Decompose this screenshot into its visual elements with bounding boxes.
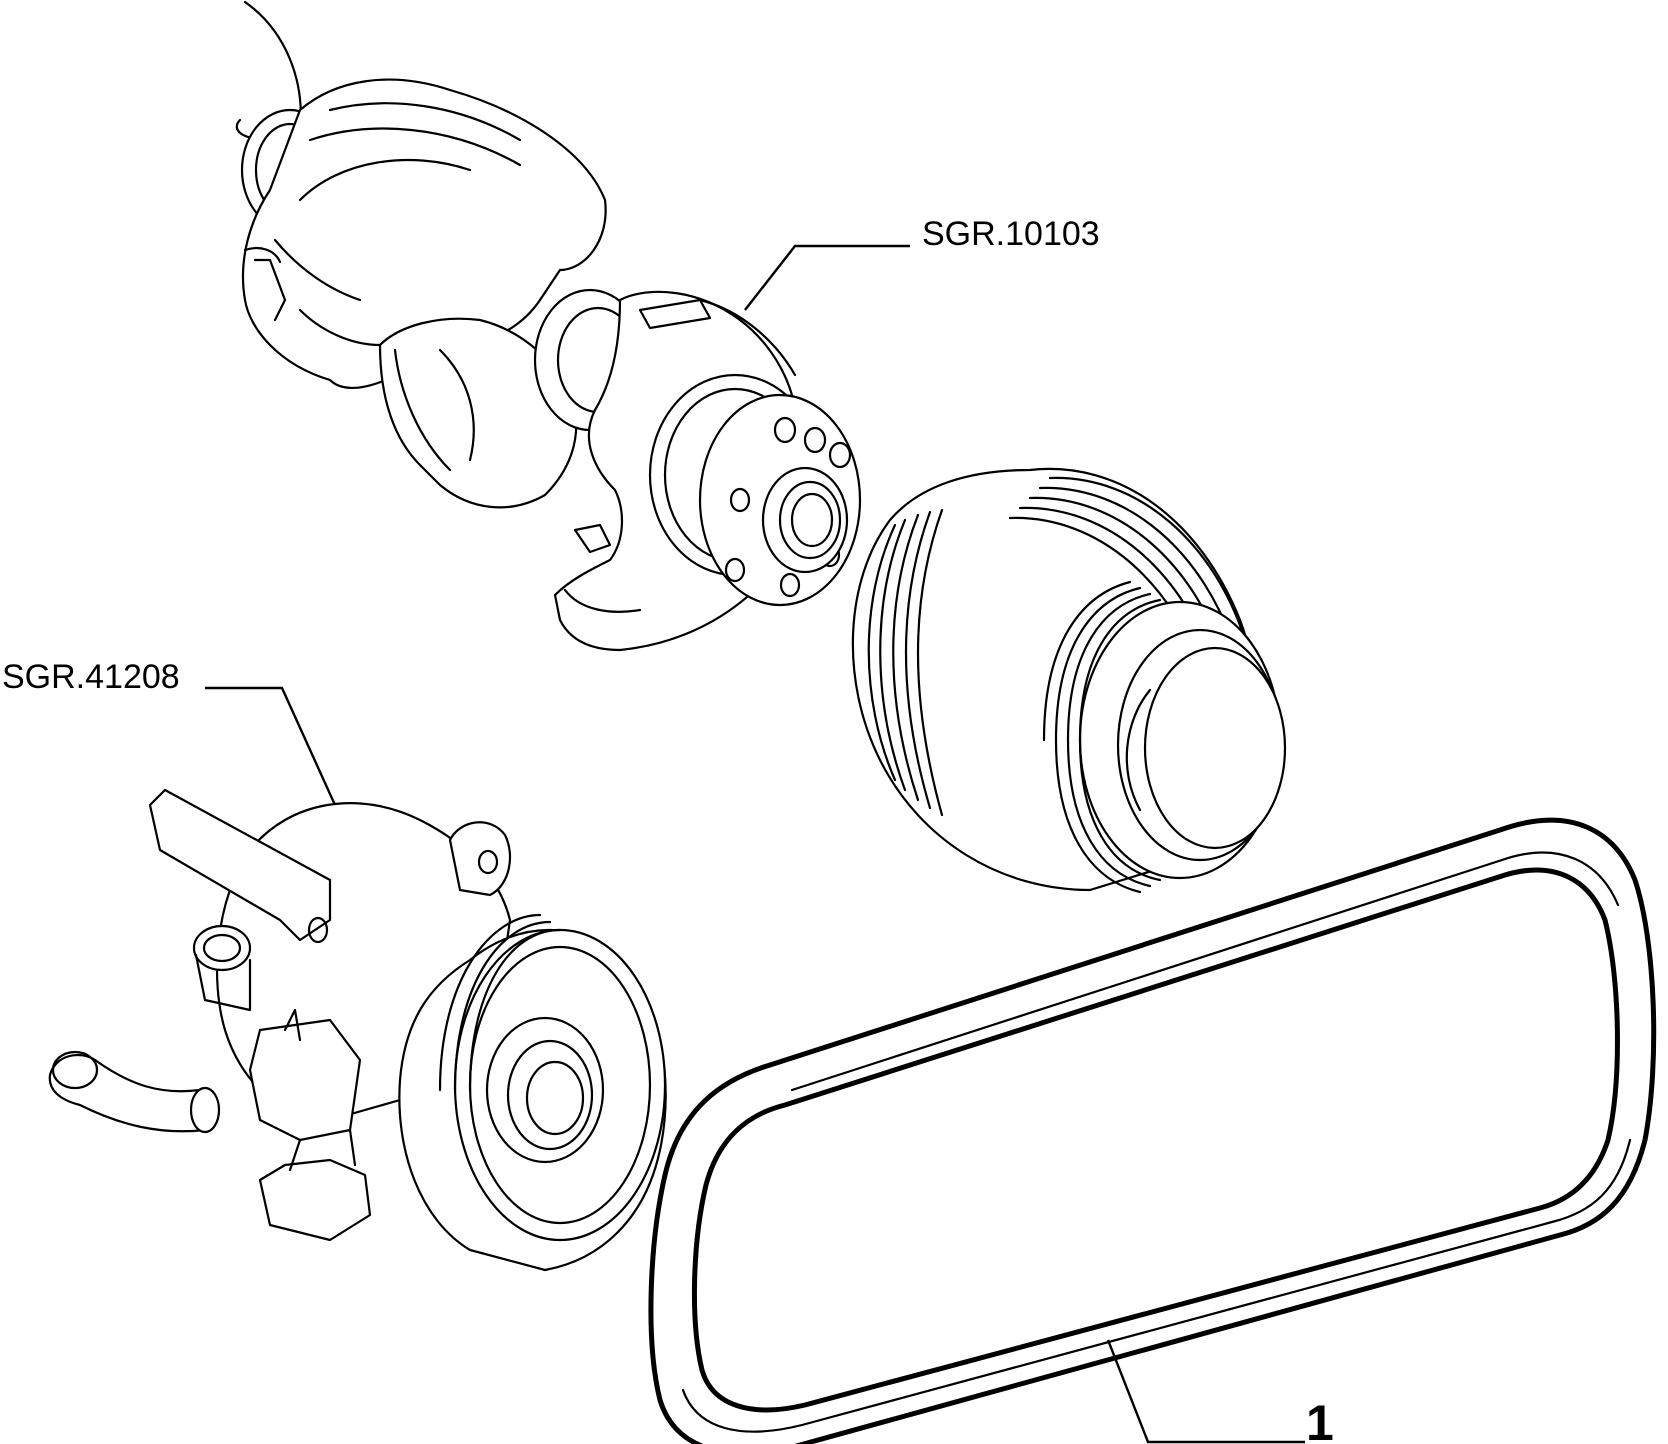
drive-belt [648, 817, 1657, 1444]
label-crankshaft-ref: SGR.10103 [922, 215, 1100, 253]
label-pump-ref: SGR.41208 [2, 658, 180, 696]
callout-drive-belt: 1 [1106, 1339, 1334, 1444]
power-steering-pump [48, 788, 667, 1272]
leader-line-belt [1106, 1339, 1305, 1444]
callout-crankshaft: SGR.10103 [744, 215, 1100, 311]
leader-line-crankshaft [744, 244, 910, 311]
crankshaft-pulley [851, 467, 1287, 894]
leader-line-pump [205, 686, 337, 806]
label-belt-item: 1 [1306, 1395, 1334, 1444]
crankshaft [235, 0, 862, 652]
callout-power-steering-pump: SGR.41208 [2, 658, 337, 806]
